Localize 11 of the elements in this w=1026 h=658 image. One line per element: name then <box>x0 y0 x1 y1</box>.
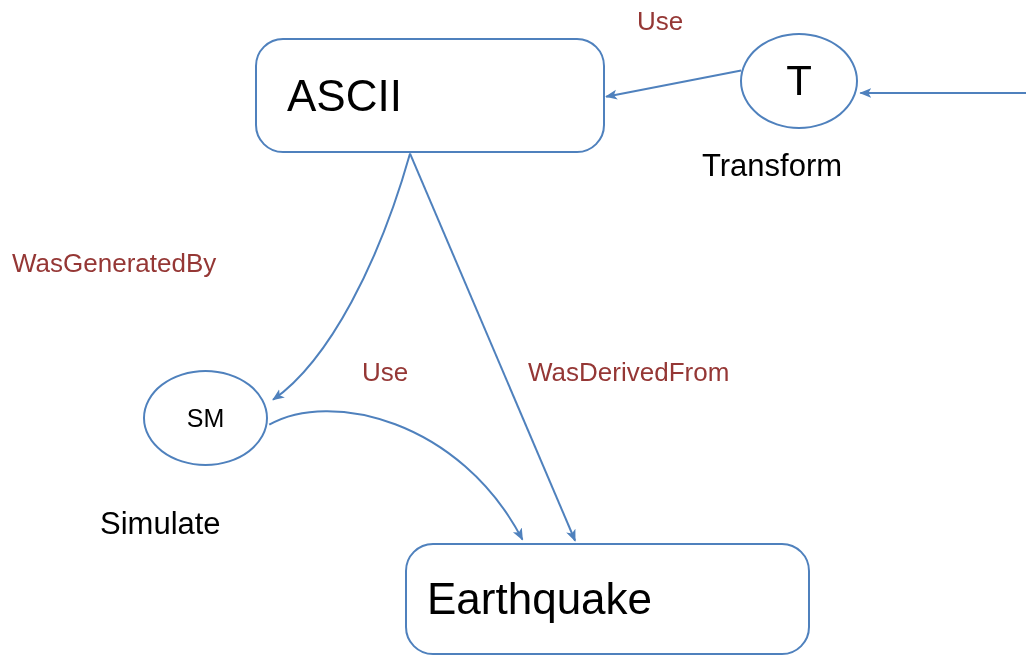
node-caption: Simulate <box>100 506 221 542</box>
arrow <box>268 410 524 541</box>
node-caption: Transform <box>702 148 843 184</box>
arrow <box>272 152 412 401</box>
entity-box: ASCII <box>255 38 605 153</box>
arrow <box>605 69 743 100</box>
process-circle: SM <box>143 370 268 466</box>
entity-box: Earthquake <box>405 543 810 655</box>
process-circle: T <box>740 33 858 129</box>
arrow <box>859 88 1026 98</box>
arrow <box>409 152 577 542</box>
